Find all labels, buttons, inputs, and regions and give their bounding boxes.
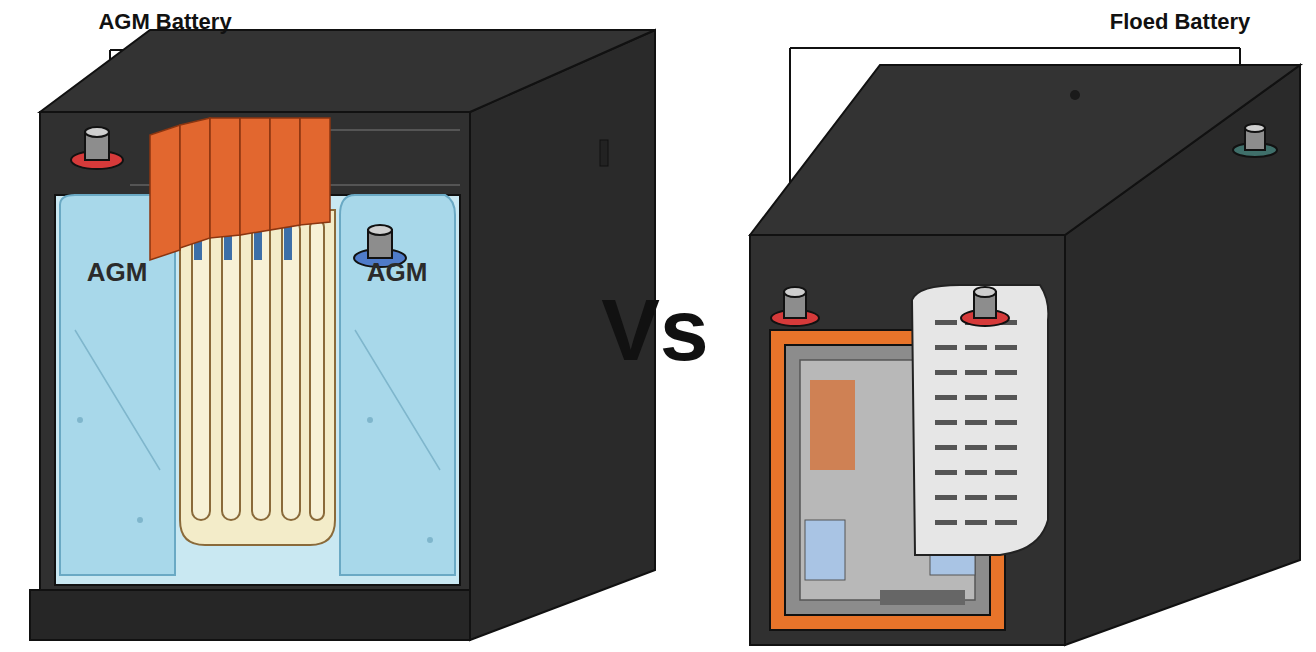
part-label: AGM — [367, 258, 428, 287]
battery-title: AGM Battery — [98, 10, 231, 34]
battery-title: Floed Battery — [1110, 10, 1251, 34]
part-label: AGM — [87, 258, 148, 287]
versus-text: Vs — [601, 282, 709, 379]
